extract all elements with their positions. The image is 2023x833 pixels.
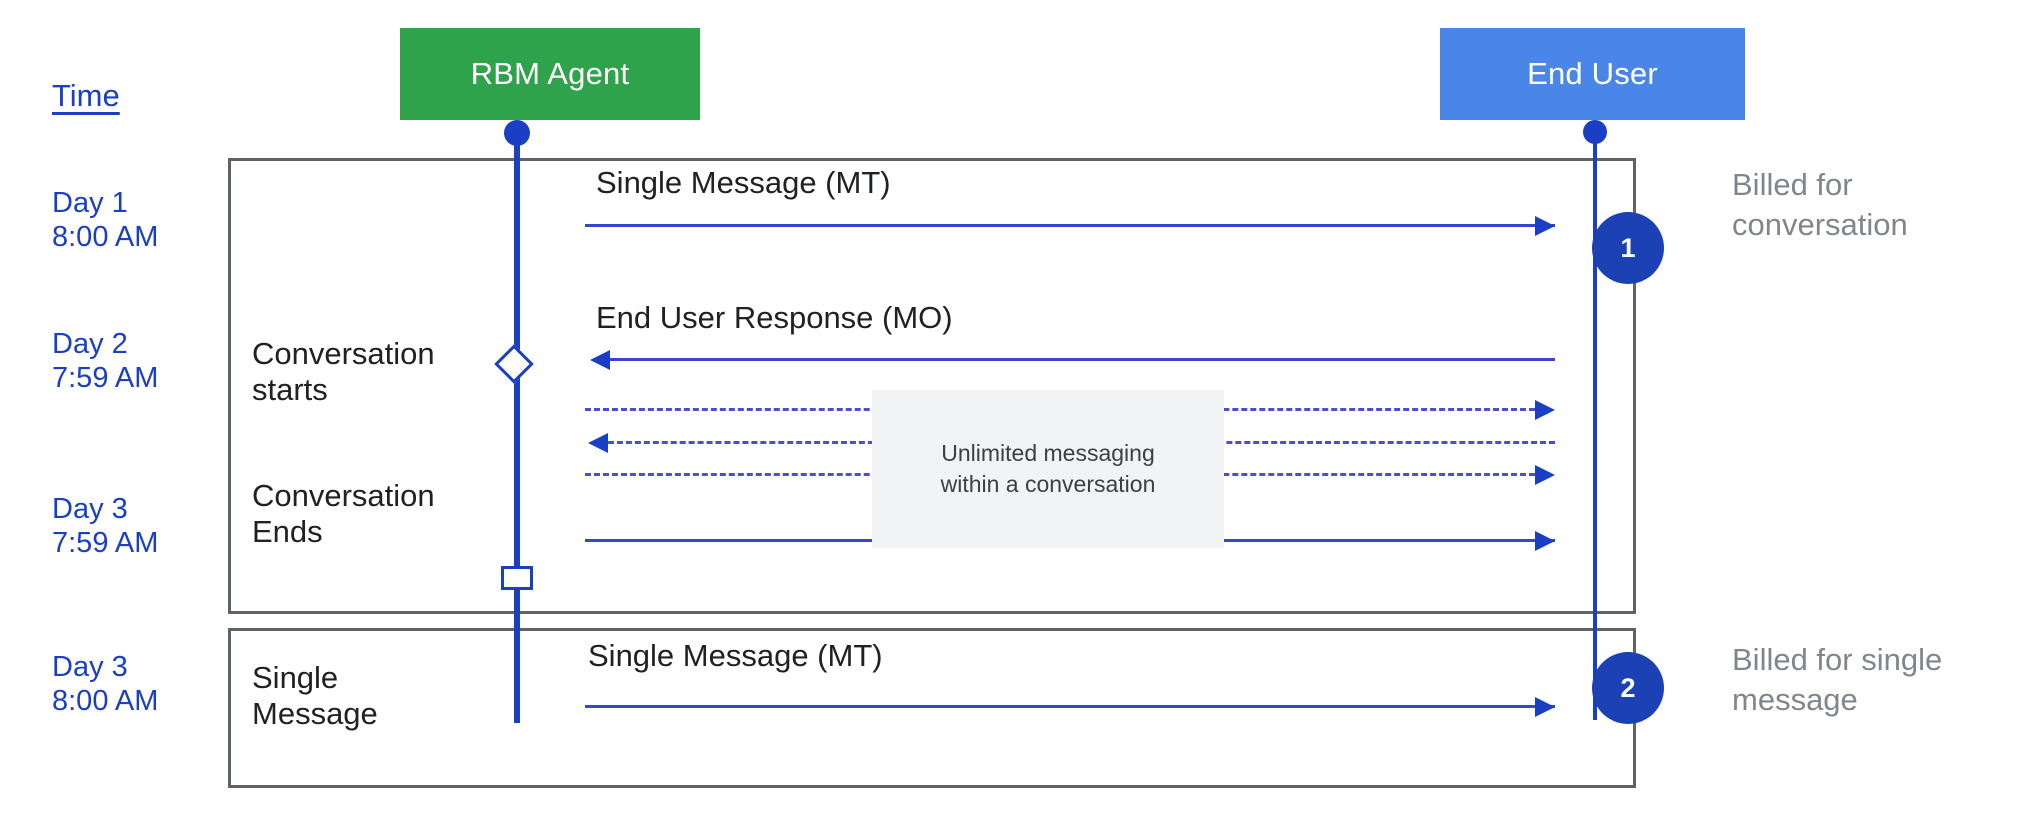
actor-end-user-label: End User (1527, 56, 1658, 91)
message-label-mo-1: End User Response (MO) (596, 300, 953, 335)
timestamp-day1-8am: Day 1 8:00 AM (52, 187, 159, 254)
actor-end-user: End User (1440, 28, 1745, 120)
lifeline-rbm-agent (514, 133, 520, 723)
message-arrowhead-mo-1-icon (590, 350, 610, 370)
message-arrowhead-mt-2-icon (1535, 697, 1555, 717)
caption-conversation-ends: Conversation Ends (252, 478, 435, 549)
lifeline-start-dot-rbm-icon (504, 120, 530, 146)
message-arrowhead-dashed-3-icon (1535, 465, 1555, 485)
message-arrowhead-solid-last-icon (1535, 531, 1555, 551)
group-box-conversation (228, 158, 1636, 614)
caption-single-message: Single Message (252, 660, 378, 731)
billing-badge-1: 1 (1592, 212, 1664, 284)
message-arrowhead-mt-1-icon (1535, 216, 1555, 236)
message-label-mt-2: Single Message (MT) (588, 638, 883, 673)
message-arrow-mt-2 (585, 705, 1555, 708)
unlimited-messaging-note-text: Unlimited messaging within a conversatio… (940, 439, 1156, 497)
time-column-header: Time (52, 78, 120, 113)
message-arrow-mo-1 (610, 358, 1555, 361)
actor-rbm-agent: RBM Agent (400, 28, 700, 120)
message-arrow-mt-1 (585, 224, 1555, 227)
billing-badge-2: 2 (1592, 652, 1664, 724)
message-arrowhead-dashed-2-icon (588, 433, 608, 453)
caption-conversation-starts: Conversation starts (252, 336, 435, 407)
unlimited-messaging-note: Unlimited messaging within a conversatio… (872, 390, 1224, 548)
timestamp-day2-759am: Day 2 7:59 AM (52, 328, 159, 395)
billing-badge-1-number: 1 (1620, 232, 1636, 263)
conversation-end-square-icon (501, 566, 533, 590)
lifeline-end-user (1593, 133, 1597, 720)
lifeline-start-dot-user-icon (1583, 120, 1607, 144)
actor-rbm-agent-label: RBM Agent (470, 56, 630, 91)
billing-badge-2-number: 2 (1620, 672, 1636, 703)
message-arrowhead-dashed-1-icon (1535, 400, 1555, 420)
message-label-mt-1: Single Message (MT) (596, 165, 891, 200)
timestamp-day3-759am: Day 3 7:59 AM (52, 493, 159, 560)
billing-note-conversation: Billed for conversation (1732, 167, 1908, 243)
billing-note-single-message: Billed for single message (1732, 642, 1943, 718)
timestamp-day3-8am: Day 3 8:00 AM (52, 651, 159, 718)
